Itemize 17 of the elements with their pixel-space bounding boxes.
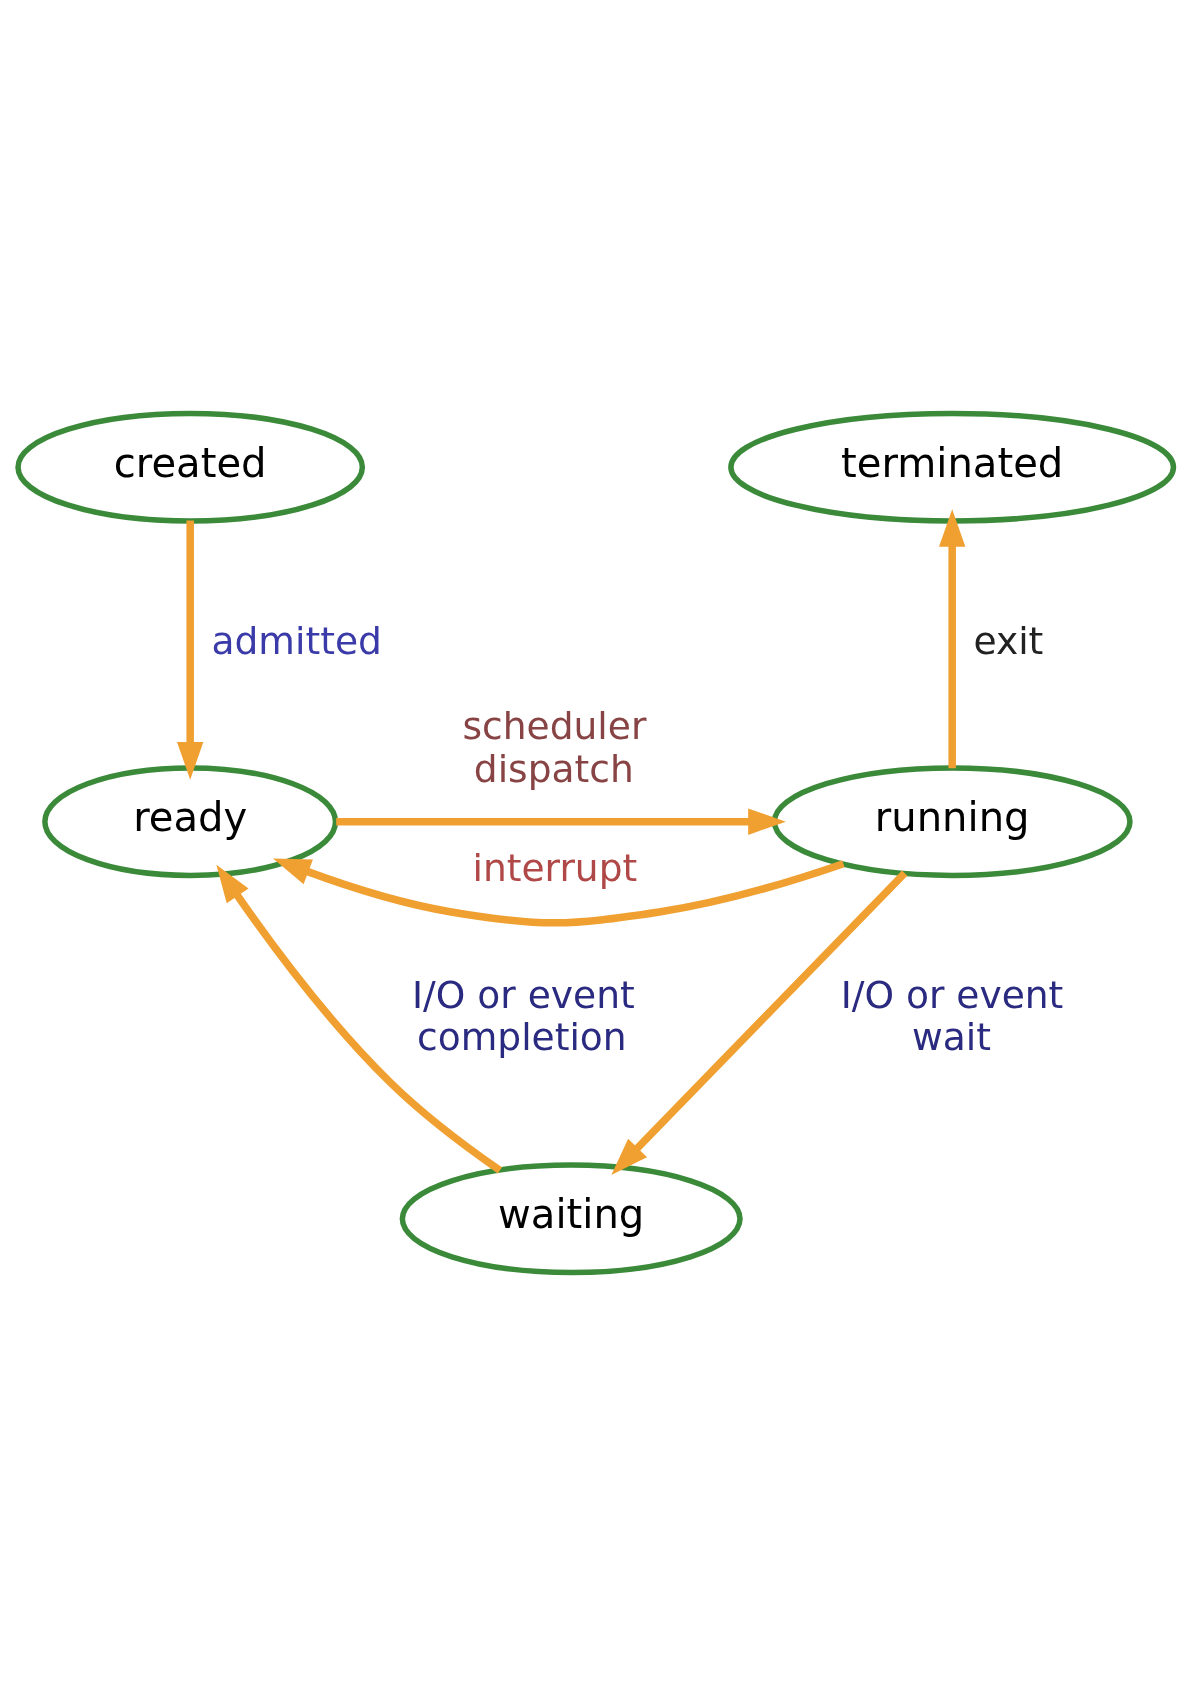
edge-label: interrupt [472,845,638,890]
arrow [939,508,966,768]
node-ellipse: waiting [399,1161,743,1275]
edge-label: scheduler dispatch [462,703,647,791]
arrow [336,808,786,835]
node-ellipse: ready [42,764,339,878]
arrow [611,869,908,1175]
edge-label: I/O or event wait [840,972,1064,1059]
arrow [273,857,845,927]
node-ellipse: terminated [728,410,1177,524]
edge-label: exit [973,618,1044,663]
arrow [216,864,503,1173]
node-ellipse: running [771,764,1133,878]
edge-label: I/O or event completion [412,972,635,1059]
edge-label: admitted [211,618,382,663]
arrow [177,520,204,780]
node-ellipse: created [15,410,366,524]
